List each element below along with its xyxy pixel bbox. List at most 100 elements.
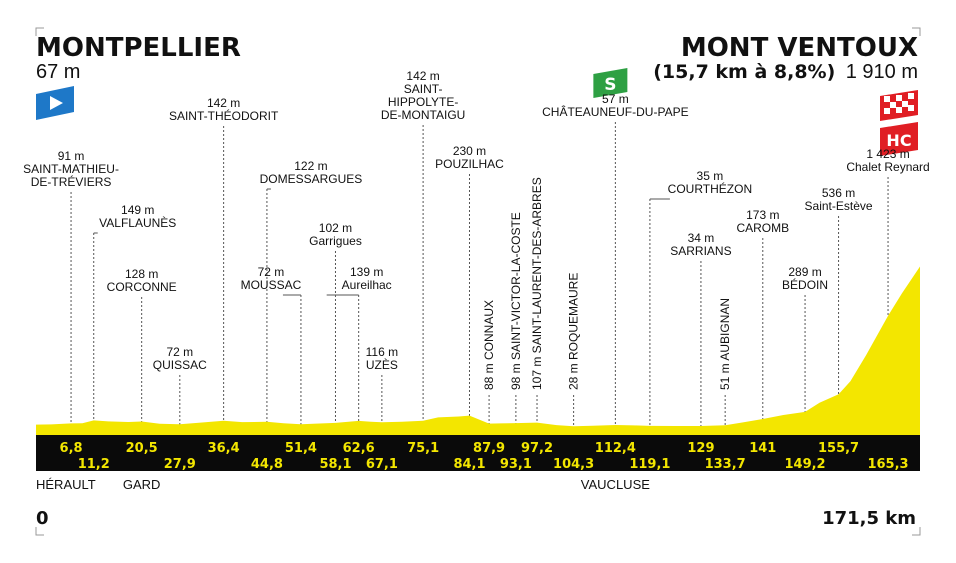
finish-climb-line: (15,7 km à 8,8%) 1 910 m	[653, 61, 918, 83]
point-alt: 1 423 m	[866, 147, 909, 161]
start-flag-icon	[36, 86, 74, 120]
point-name: SAINT-	[404, 82, 443, 96]
point-name: Aureilhac	[342, 278, 392, 292]
point-alt: 72 m	[166, 345, 193, 359]
point-alt: 57 m	[602, 92, 629, 106]
frame-corner-bl	[35, 527, 44, 536]
km-mark: 11,2	[78, 457, 110, 472]
km-mark: 75,1	[407, 441, 439, 456]
point-alt: 34 m	[688, 231, 715, 245]
km-mark: 84,1	[453, 457, 485, 472]
point-name: SAINT-THÉODORIT	[169, 108, 279, 123]
region-label: VAUCLUSE	[581, 477, 650, 492]
point-alt: 98 m	[509, 360, 523, 390]
km-mark: 165,3	[867, 457, 908, 472]
point-name: DE-MONTAIGU	[381, 108, 465, 122]
point-name: COURTHÉZON	[668, 181, 752, 196]
frame-corner-tr	[912, 27, 921, 36]
point-alt: 102 m	[319, 221, 352, 235]
point-label-14: 98 m SAINT-VICTOR-LA-COSTE	[509, 212, 523, 390]
point-alt: 28 m	[567, 360, 581, 390]
finish-altitude: 1 910 m	[846, 61, 918, 83]
point-alt: 116 m	[366, 345, 398, 359]
finish-name: MONT VENTOUX	[681, 33, 918, 63]
point-name: MOUSSAC	[241, 278, 302, 292]
km-mark: 119,1	[629, 457, 670, 472]
km-mark: 97,2	[521, 441, 553, 456]
checkered-flag-icon	[880, 90, 918, 121]
km-mark: 149,2	[784, 457, 825, 472]
point-alt: 289 m	[788, 265, 821, 279]
point-name: SAINT-LAURENT-DES-ARBRES	[530, 177, 544, 353]
region-label: GARD	[123, 477, 161, 492]
point-name: Chalet Reynard	[846, 160, 929, 174]
km-bar	[36, 435, 920, 471]
km-mark: 44,8	[251, 457, 283, 472]
point-alt: 72 m	[258, 265, 285, 279]
km-mark: 27,9	[164, 457, 196, 472]
hc-label: HC	[886, 131, 911, 150]
point-name: POUZILHAC	[435, 157, 504, 171]
point-label-15: 107 m SAINT-LAURENT-DES-ARBRES	[530, 177, 544, 390]
point-name: SARRIANS	[670, 244, 731, 258]
point-alt: 139 m	[350, 265, 383, 279]
point-alt: 91 m	[58, 149, 85, 163]
point-alt: 142 m	[207, 96, 240, 110]
km-mark: 104,3	[553, 457, 594, 472]
point-alt: 122 m	[294, 159, 327, 173]
km-mark: 67,1	[366, 457, 398, 472]
finish-climb: (15,7 km à 8,8%)	[653, 61, 835, 83]
point-name: CAROMB	[736, 221, 789, 235]
leader-lines	[70, 122, 889, 428]
km-mark: 133,7	[705, 457, 746, 472]
start-altitude: 67 m	[36, 61, 80, 83]
km-mark: 155,7	[818, 441, 859, 456]
point-alt: 107 m	[530, 353, 544, 390]
km-labels: 6,811,220,527,936,444,851,458,162,667,17…	[60, 441, 909, 472]
point-name: VALFLAUNÈS	[99, 215, 176, 230]
point-alt: 51 m	[718, 361, 732, 390]
frame-corner-tl	[35, 27, 44, 36]
point-label-20: 51 m AUBIGNAN	[718, 298, 732, 390]
sprint-label: S	[604, 75, 616, 95]
point-alt: 88 m	[482, 360, 496, 390]
point-alt: 149 m	[121, 203, 154, 217]
point-alt: 142 m	[406, 69, 439, 83]
point-name: AUBIGNAN	[718, 298, 732, 361]
point-name: HIPPOLYTE-	[388, 95, 458, 109]
km-mark: 87,9	[473, 441, 505, 456]
km-mark: 141	[749, 441, 776, 456]
point-name: CONNAUX	[482, 300, 496, 360]
distance-end: 171,5 km	[822, 508, 916, 529]
point-alt: 230 m	[453, 144, 486, 158]
region-labels: HÉRAULT GARD VAUCLUSE	[36, 477, 650, 492]
km-mark: 93,1	[500, 457, 532, 472]
km-mark: 58,1	[319, 457, 351, 472]
point-name: CHÂTEAUNEUF-DU-PAPE	[542, 104, 688, 119]
sprint-icon: S	[593, 68, 628, 98]
point-name: BÉDOIN	[782, 277, 828, 292]
point-name: SAINT-VICTOR-LA-COSTE	[509, 212, 523, 360]
elevation-profile	[36, 266, 920, 435]
point-alt: 35 m	[697, 169, 724, 183]
point-name: DE-TRÉVIERS	[31, 174, 112, 189]
point-alt: 128 m	[125, 267, 158, 281]
point-label-16: 28 m ROQUEMAURE	[567, 273, 581, 390]
point-name: SAINT-MATHIEU-	[23, 162, 119, 176]
frame-corner-br	[912, 527, 921, 536]
distance-start: 0	[36, 508, 49, 529]
km-mark: 51,4	[285, 441, 317, 456]
point-name: Saint-Estève	[805, 199, 873, 213]
km-mark: 112,4	[595, 441, 636, 456]
point-name: UZÈS	[366, 357, 398, 372]
km-mark: 129	[687, 441, 714, 456]
km-mark: 6,8	[60, 441, 83, 456]
region-label: HÉRAULT	[36, 477, 96, 492]
start-name: MONTPELLIER	[36, 33, 241, 63]
point-name: Garrigues	[309, 234, 362, 248]
point-alt: 173 m	[746, 208, 779, 222]
point-name: CORCONNE	[107, 280, 177, 294]
point-name: DOMESSARGUES	[260, 172, 363, 186]
